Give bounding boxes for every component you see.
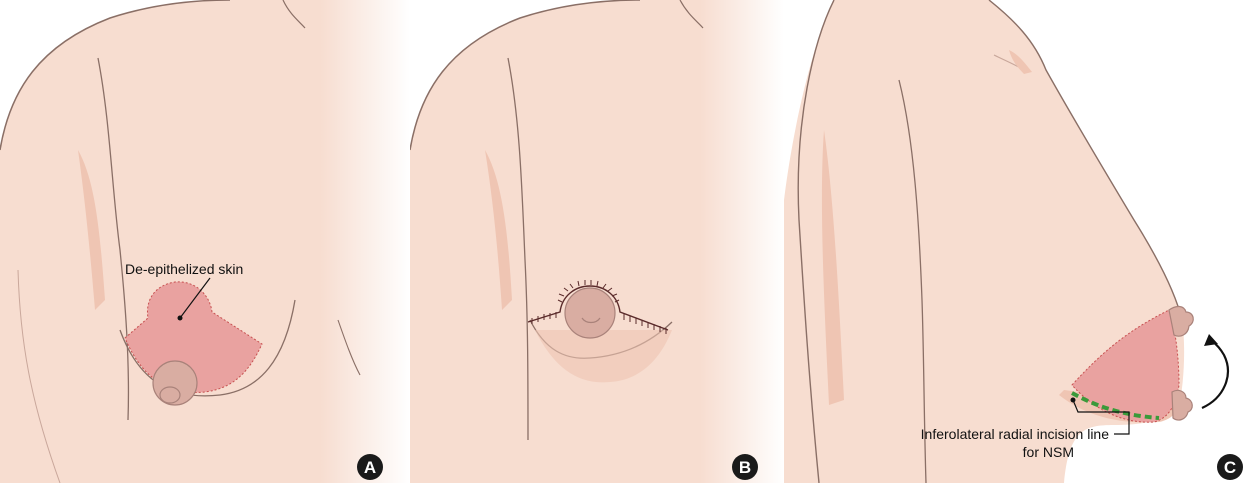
edge-fade-b <box>700 0 784 483</box>
badge-label-b: B <box>739 458 751 477</box>
panel-a: De-epithelized skin A <box>0 0 410 483</box>
callout-label-a: De-epithelized skin <box>125 261 243 277</box>
panel-c: Inferolateral radial incision line for N… <box>784 0 1247 483</box>
panel-b: B <box>410 0 784 483</box>
callout-label-c-line1: Inferolateral radial incision line <box>921 426 1110 442</box>
lower-nipple-c <box>1172 390 1192 420</box>
arrow-head <box>1204 334 1218 346</box>
callout-label-c-line2: for NSM <box>1023 444 1074 460</box>
panel-b-illustration: B <box>410 0 784 483</box>
edge-fade-a <box>320 0 410 483</box>
badge-label-c: C <box>1224 458 1236 477</box>
panel-c-illustration: Inferolateral radial incision line for N… <box>784 0 1247 483</box>
curved-arrow-icon <box>1202 341 1228 408</box>
panel-a-illustration: De-epithelized skin A <box>0 0 410 483</box>
nipple-a <box>160 387 180 403</box>
areola-b <box>565 288 615 338</box>
badge-label-a: A <box>364 458 376 477</box>
callout-dot-a <box>178 316 183 321</box>
